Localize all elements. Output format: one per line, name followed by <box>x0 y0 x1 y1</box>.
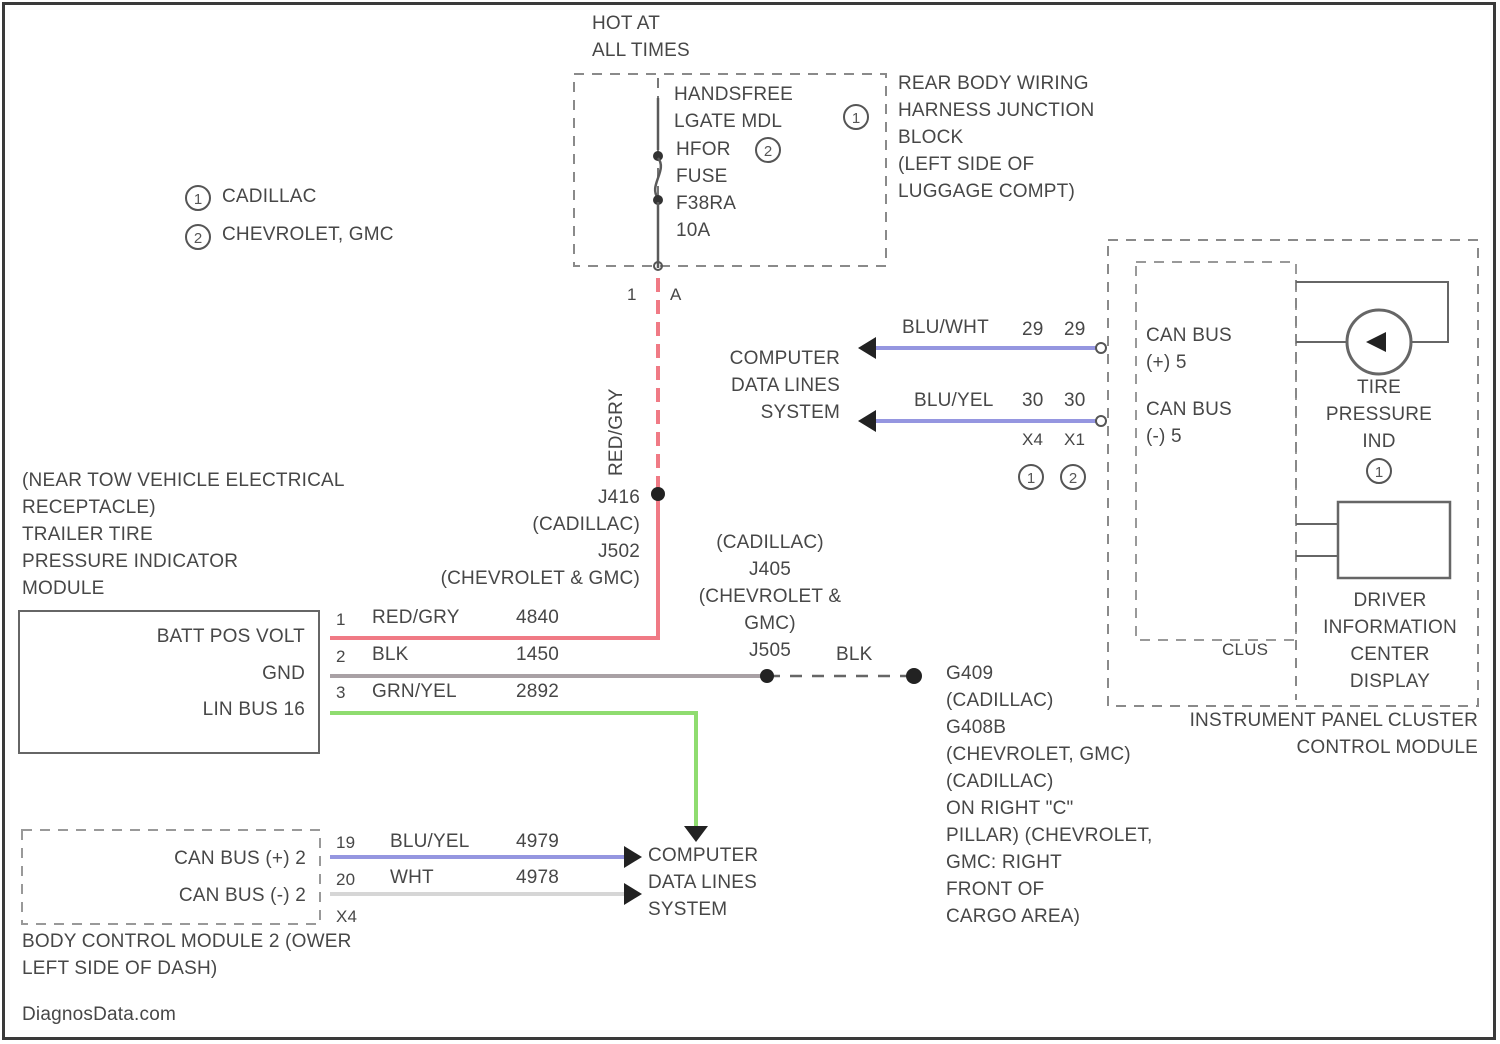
legend-label-cadillac: CADILLAC <box>222 183 317 210</box>
trailer-wire1-color: RED/GRY <box>372 604 460 631</box>
sub-code-b: 2 <box>1060 464 1086 490</box>
splice-j405-label: (CADILLAC) J405 (CHEVROLET & GMC) J505 <box>688 529 852 664</box>
can-arrow-upper <box>858 337 876 359</box>
ground-location-label: G409 (CADILLAC) G408B (CHEVROLET, GMC) (… <box>946 660 1153 930</box>
watermark: DiagnosData.com <box>22 1001 176 1028</box>
dic-label: DRIVER INFORMATION CENTER DISPLAY <box>1310 587 1470 695</box>
trailer-circuit2: 1450 <box>516 641 559 668</box>
splice-j416-label: J416 (CADILLAC) J502 (CHEVROLET & GMC) <box>410 484 640 592</box>
cluster-inner-outline <box>1136 262 1296 640</box>
sub-pin-b: X1 <box>1064 426 1085 453</box>
bcm-pin2-number: 20 <box>336 866 355 893</box>
can-lo-pin-a: 30 <box>1022 387 1044 414</box>
cluster-can-lo-label: CAN BUS (-) 5 <box>1146 396 1232 450</box>
trailer-circuit3: 2892 <box>516 678 559 705</box>
can-arrow-lower <box>858 410 876 432</box>
trailer-pin1-number: 1 <box>336 606 346 633</box>
bcm-pin1-label: CAN BUS (+) 2 <box>40 845 306 872</box>
junction-block-label: REAR BODY WIRING HARNESS JUNCTION BLOCK … <box>898 70 1094 205</box>
trailer-module-title: (NEAR TOW VEHICLE ELECTRICAL RECEPTACLE)… <box>22 467 345 602</box>
bcm-wire1-color: BLU/YEL <box>390 828 470 855</box>
lin-bus-wire <box>330 713 696 828</box>
cluster-pin-hi <box>1096 343 1106 353</box>
can-hi-pin-b: 29 <box>1064 316 1086 343</box>
dic-display-box <box>1338 502 1450 578</box>
can-hi-wire-color: BLU/WHT <box>902 314 989 341</box>
fuse-code-1: 1 <box>843 104 869 130</box>
lin-bus-arrow <box>684 826 708 842</box>
connector-pin-right: A <box>670 281 682 308</box>
vertical-wire-label: RED/GRY <box>603 388 630 476</box>
bcm-title: BODY CONTROL MODULE 2 (OWER LEFT SIDE OF… <box>22 928 352 982</box>
bcm-pin3-number: X4 <box>336 903 357 930</box>
sub-pin-a: X4 <box>1022 426 1043 453</box>
trailer-wire2-color: BLK <box>372 641 409 668</box>
tire-lamp-arrow <box>1366 332 1386 352</box>
bcm-pin1-number: 19 <box>336 829 355 856</box>
fuse-code-2: 2 <box>755 137 781 163</box>
trailer-pin3-label: LIN BUS 16 <box>60 696 305 723</box>
legend-code-1: 1 <box>185 185 211 211</box>
can-hi-pin-a: 29 <box>1022 316 1044 343</box>
cluster-pin-lo <box>1096 416 1106 426</box>
data-lines-upper-label: COMPUTER DATA LINES SYSTEM <box>690 345 840 426</box>
bcm-wire2-color: WHT <box>390 864 434 891</box>
can-lo-wire-color: BLU/YEL <box>914 387 994 414</box>
trailer-wire3-color: GRN/YEL <box>372 678 457 705</box>
can-lo-pin-b: 30 <box>1064 387 1086 414</box>
legend-code-2: 2 <box>185 224 211 250</box>
bcm-can-hi-arrow <box>624 846 642 868</box>
sub-code-a: 1 <box>1018 464 1044 490</box>
trailer-pin2-number: 2 <box>336 643 346 670</box>
ground-wire-color: BLK <box>836 641 873 668</box>
fuse-label: HFOR FUSE F38RA 10A <box>676 136 736 244</box>
legend-label-chevrolet: CHEVROLET, GMC <box>222 221 394 248</box>
bcm-pin2-label: CAN BUS (-) 2 <box>40 882 306 909</box>
trailer-circuit1: 4840 <box>516 604 559 631</box>
ground-point <box>906 668 922 684</box>
handsfree-module-label: HANDSFREE LGATE MDL <box>674 81 793 135</box>
trailer-pin1-label: BATT POS VOLT <box>60 623 305 650</box>
bcm-circuit1: 4979 <box>516 828 559 855</box>
trailer-pin2-label: GND <box>60 660 305 687</box>
tire-pressure-code: 1 <box>1366 458 1392 484</box>
tire-pressure-label: TIRE PRESSURE IND <box>1312 374 1446 455</box>
cluster-title: INSTRUMENT PANEL CLUSTER CONTROL MODULE <box>1130 707 1478 761</box>
cluster-small-tag: CLUS <box>1222 636 1268 663</box>
splice-j416 <box>651 487 665 501</box>
splice-j405 <box>760 669 774 683</box>
hot-at-all-times-label: HOT AT ALL TIMES <box>592 10 690 64</box>
data-lines-lower-label: COMPUTER DATA LINES SYSTEM <box>648 842 758 923</box>
bcm-circuit2: 4978 <box>516 864 559 891</box>
cluster-can-hi-label: CAN BUS (+) 5 <box>1146 322 1232 376</box>
bcm-can-lo-arrow <box>624 883 642 905</box>
trailer-pin3-number: 3 <box>336 679 346 706</box>
connector-pin-left: 1 <box>627 281 637 308</box>
